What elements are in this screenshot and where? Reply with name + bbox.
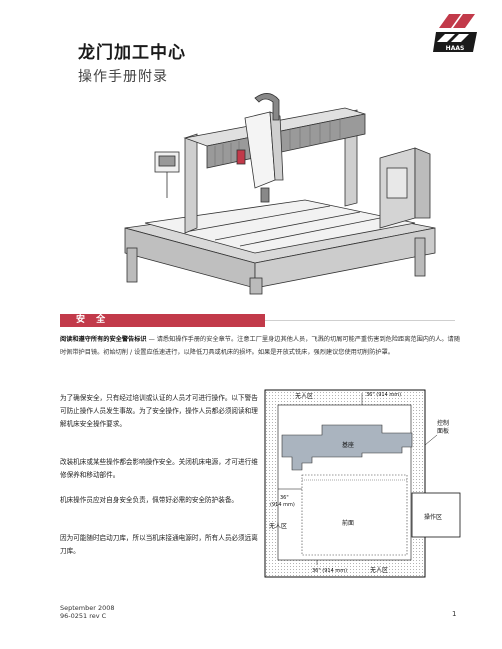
control-panel-label-2: 面板 xyxy=(437,427,449,435)
no-entry-zone-top: 无人区 xyxy=(295,393,313,400)
gantry-machine-illustration xyxy=(124,93,436,295)
dimension-top: 36" (914 mm) xyxy=(366,392,401,398)
control-panel-label-1: 控制 xyxy=(437,419,449,427)
no-entry-zone-left: 无人区 xyxy=(269,523,287,530)
paragraph-tool-changer: 因为可能随时启动刀库，所以当机床接通电源时，所有人员必须远离刀库。 xyxy=(60,534,258,555)
paragraph-modification: 改装机床或某些操作都会影响操作安全。关闭机床电源，才可进行维修保养和移动部件。 xyxy=(60,458,258,479)
dimension-bottom: 36" (914 mm) xyxy=(312,568,347,574)
page-number: 1 xyxy=(452,610,457,618)
haas-logo: HAAS xyxy=(433,12,479,54)
safety-zone-diagram: 无人区 36" (914 mm) 基座 控制 面板 36" (914 mm) 无… xyxy=(264,389,461,578)
section-divider xyxy=(265,320,455,321)
dimension-left-1: 36" xyxy=(280,495,289,501)
logo-text: HAAS xyxy=(446,45,465,52)
no-entry-zone-bottom: 无人区 xyxy=(370,567,388,574)
base-label: 基座 xyxy=(342,441,354,449)
document-title: 龙门加工中心 xyxy=(78,43,186,63)
paragraph-responsibility: 机床操作员应对自身安全负责，佩带好必需的安全防护装备。 xyxy=(60,496,239,504)
paragraph-training: 为了确保安全，只有经过培训或认证的人员才可进行操作。以下警告可防止操作人员发生事… xyxy=(60,394,258,428)
intro-text: — 请悉知操作手册的安全章节。注意工厂里身边其他人员，飞溅的切屑可能严重伤害到危… xyxy=(60,336,460,356)
operator-zone-label: 操作区 xyxy=(424,513,442,521)
section-title: 安 全 xyxy=(76,315,110,325)
intro-paragraph: 阅读和遵守所有的安全警告标识 — 请悉知操作手册的安全章节。注意工厂里身边其他人… xyxy=(60,333,460,359)
document-subtitle: 操作手册附录 xyxy=(78,69,168,85)
section-bar xyxy=(60,314,265,327)
front-label: 前面 xyxy=(342,519,354,527)
intro-lead: 阅读和遵守所有的安全警告标识 xyxy=(60,336,147,343)
footer-revision: 96-0251 rev C xyxy=(60,612,107,620)
dimension-left-2: (914 mm) xyxy=(270,502,295,508)
footer-date: September 2008 xyxy=(60,604,115,612)
